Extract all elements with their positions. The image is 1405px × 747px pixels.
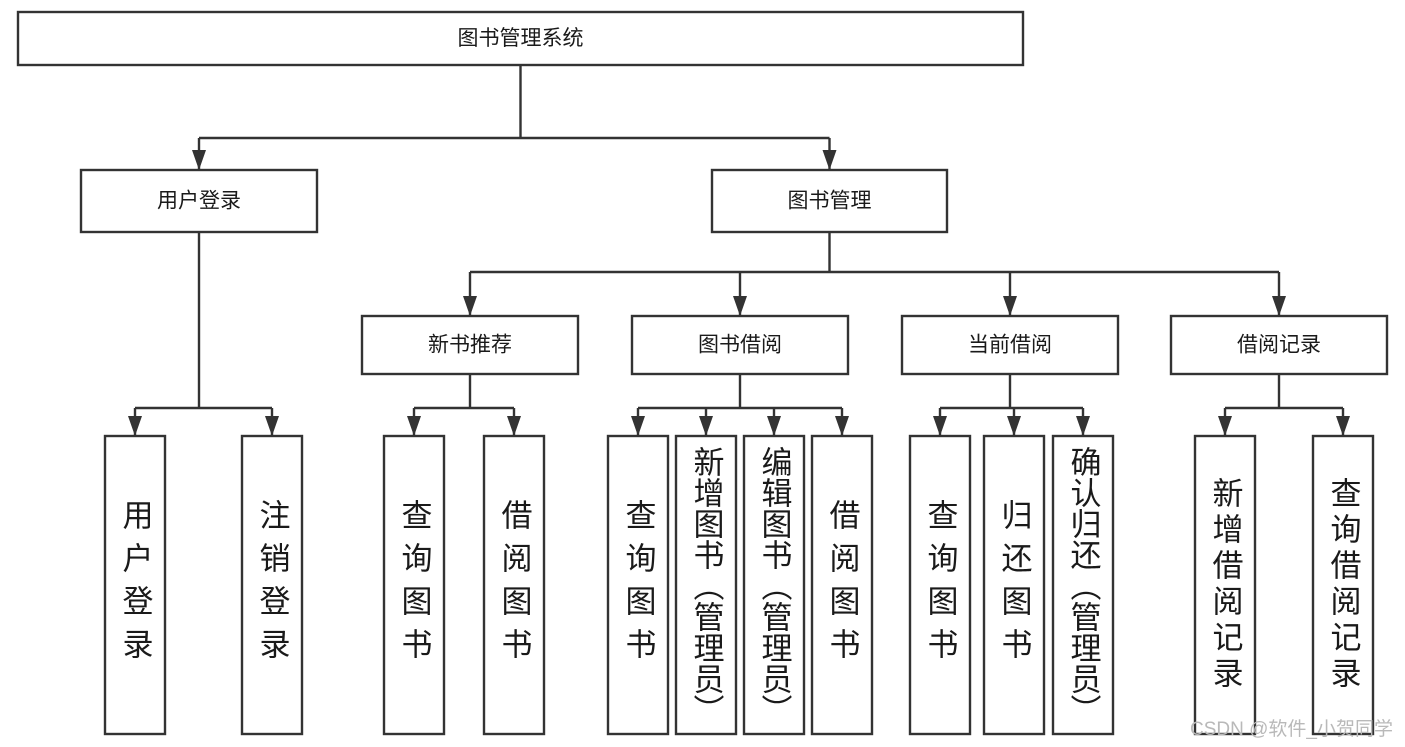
arrow-head-book-borrow-1 — [699, 416, 713, 436]
node-label-user-login: 用户登录 — [157, 190, 241, 213]
arrow-head-current-borrow-2 — [1076, 416, 1090, 436]
node-box-leaf-confirm-return[interactable] — [1051, 434, 1115, 736]
arrow-head-book-borrow-2 — [767, 416, 781, 436]
node-box-leaf-add-record[interactable] — [1193, 434, 1257, 736]
arrow-head-current-borrow-0 — [933, 416, 947, 436]
arrow-head-book-borrow-3 — [835, 416, 849, 436]
node-box-leaf-query-book-current[interactable] — [908, 434, 972, 736]
node-box-leaf-return-book[interactable] — [982, 434, 1046, 736]
arrow-head-root-1 — [822, 150, 837, 170]
arrow-head-borrow-records-1 — [1336, 416, 1350, 436]
arrow-head-root-0 — [192, 150, 206, 170]
arrow-head-book-management-3 — [1272, 296, 1286, 316]
arrow-head-book-borrow-0 — [631, 416, 645, 436]
arrow-head-user-login-1 — [265, 416, 279, 436]
arrow-head-book-management-1 — [733, 296, 747, 316]
node-label-root: 图书管理系统 — [458, 27, 584, 50]
node-box-leaf-borrow-book-rec[interactable] — [482, 434, 546, 736]
node-box-book-management[interactable] — [710, 168, 949, 234]
node-box-leaf-query-book-borrow[interactable] — [606, 434, 670, 736]
arrow-head-user-login-0 — [128, 416, 142, 436]
node-label-book-borrow: 图书借阅 — [698, 334, 782, 357]
arrow-head-book-management-2 — [1003, 296, 1017, 316]
node-box-user-login[interactable] — [79, 168, 319, 234]
node-box-leaf-logout[interactable] — [240, 434, 304, 736]
arrow-head-current-borrow-1 — [1007, 416, 1021, 436]
node-box-new-book-recommend[interactable] — [360, 314, 580, 376]
node-box-root[interactable] — [16, 10, 1025, 67]
arrow-head-new-book-recommend-1 — [507, 416, 521, 436]
node-label-new-book-recommend: 新书推荐 — [428, 334, 512, 357]
node-box-leaf-user-login[interactable] — [103, 434, 167, 736]
watermark-text: CSDN @软件_小贺同学 — [1190, 719, 1393, 740]
node-box-leaf-query-record[interactable] — [1311, 434, 1375, 736]
connector-layer — [128, 65, 1350, 436]
node-label-borrow-records: 借阅记录 — [1237, 334, 1321, 357]
node-box-leaf-add-book[interactable] — [674, 434, 738, 736]
node-box-book-borrow[interactable] — [630, 314, 850, 376]
arrow-head-book-management-0 — [463, 296, 477, 316]
node-box-borrow-records[interactable] — [1169, 314, 1389, 376]
node-box-leaf-borrow-book[interactable] — [810, 434, 874, 736]
arrow-head-new-book-recommend-0 — [407, 416, 421, 436]
node-box-leaf-edit-book[interactable] — [742, 434, 806, 736]
node-box-leaf-query-book-rec[interactable] — [382, 434, 446, 736]
node-box-current-borrow[interactable] — [900, 314, 1120, 376]
box-layer — [16, 10, 1389, 736]
node-label-book-management: 图书管理 — [788, 190, 872, 213]
arrow-head-borrow-records-0 — [1218, 416, 1232, 436]
node-label-current-borrow: 当前借阅 — [968, 334, 1052, 357]
